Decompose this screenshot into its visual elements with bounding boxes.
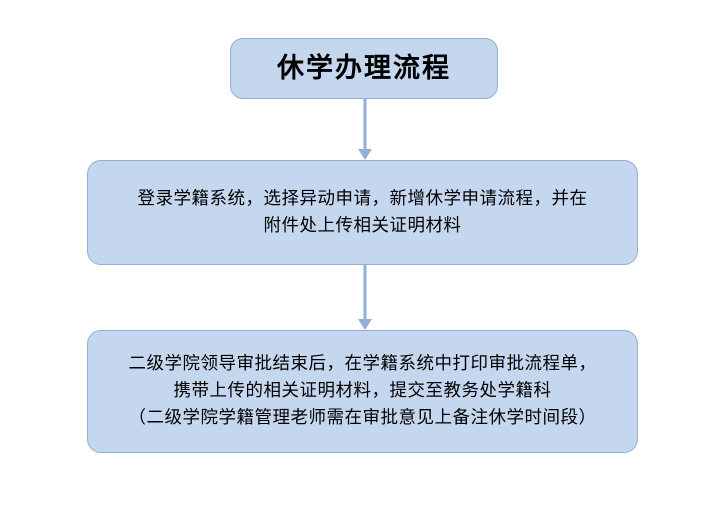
flowchart-step-1-text: 登录学籍系统，选择异动申请，新增休学申请流程，并在 附件处上传相关证明材料 <box>124 186 602 240</box>
arrow-down-icon-title-to-step1 <box>354 99 376 160</box>
step-2-line-2: 携带上传的相关证明材料，提交至教务处学籍科 <box>173 381 552 401</box>
flowchart-title-text: 休学办理流程 <box>277 52 451 84</box>
flowchart-title-node[interactable]: 休学办理流程 <box>230 38 498 99</box>
step-1-line-2: 附件处上传相关证明材料 <box>263 215 462 236</box>
connector-arrowhead <box>358 319 372 330</box>
connector-arrowhead <box>358 149 372 160</box>
flowchart-step-node-2[interactable]: 二级学院领导审批结束后，在学籍系统中打印审批流程单， 携带上传的相关证明材料，提… <box>87 330 638 453</box>
step-1-line-1: 登录学籍系统，选择异动申请，新增休学申请流程，并在 <box>137 188 588 209</box>
step-2-line-1: 二级学院领导审批结束后，在学籍系统中打印审批流程单， <box>128 354 597 374</box>
connector-shaft <box>363 99 367 149</box>
arrow-down-icon-step1-to-step2 <box>354 265 376 330</box>
connector-shaft <box>363 265 367 319</box>
step-2-line-3: （二级学院学籍管理老师需在审批意见上备注休学时间段） <box>128 408 597 428</box>
flowchart-step-node-1[interactable]: 登录学籍系统，选择异动申请，新增休学申请流程，并在 附件处上传相关证明材料 <box>87 160 638 265</box>
flowchart-step-2-text: 二级学院领导审批结束后，在学籍系统中打印审批流程单， 携带上传的相关证明材料，提… <box>115 351 611 432</box>
